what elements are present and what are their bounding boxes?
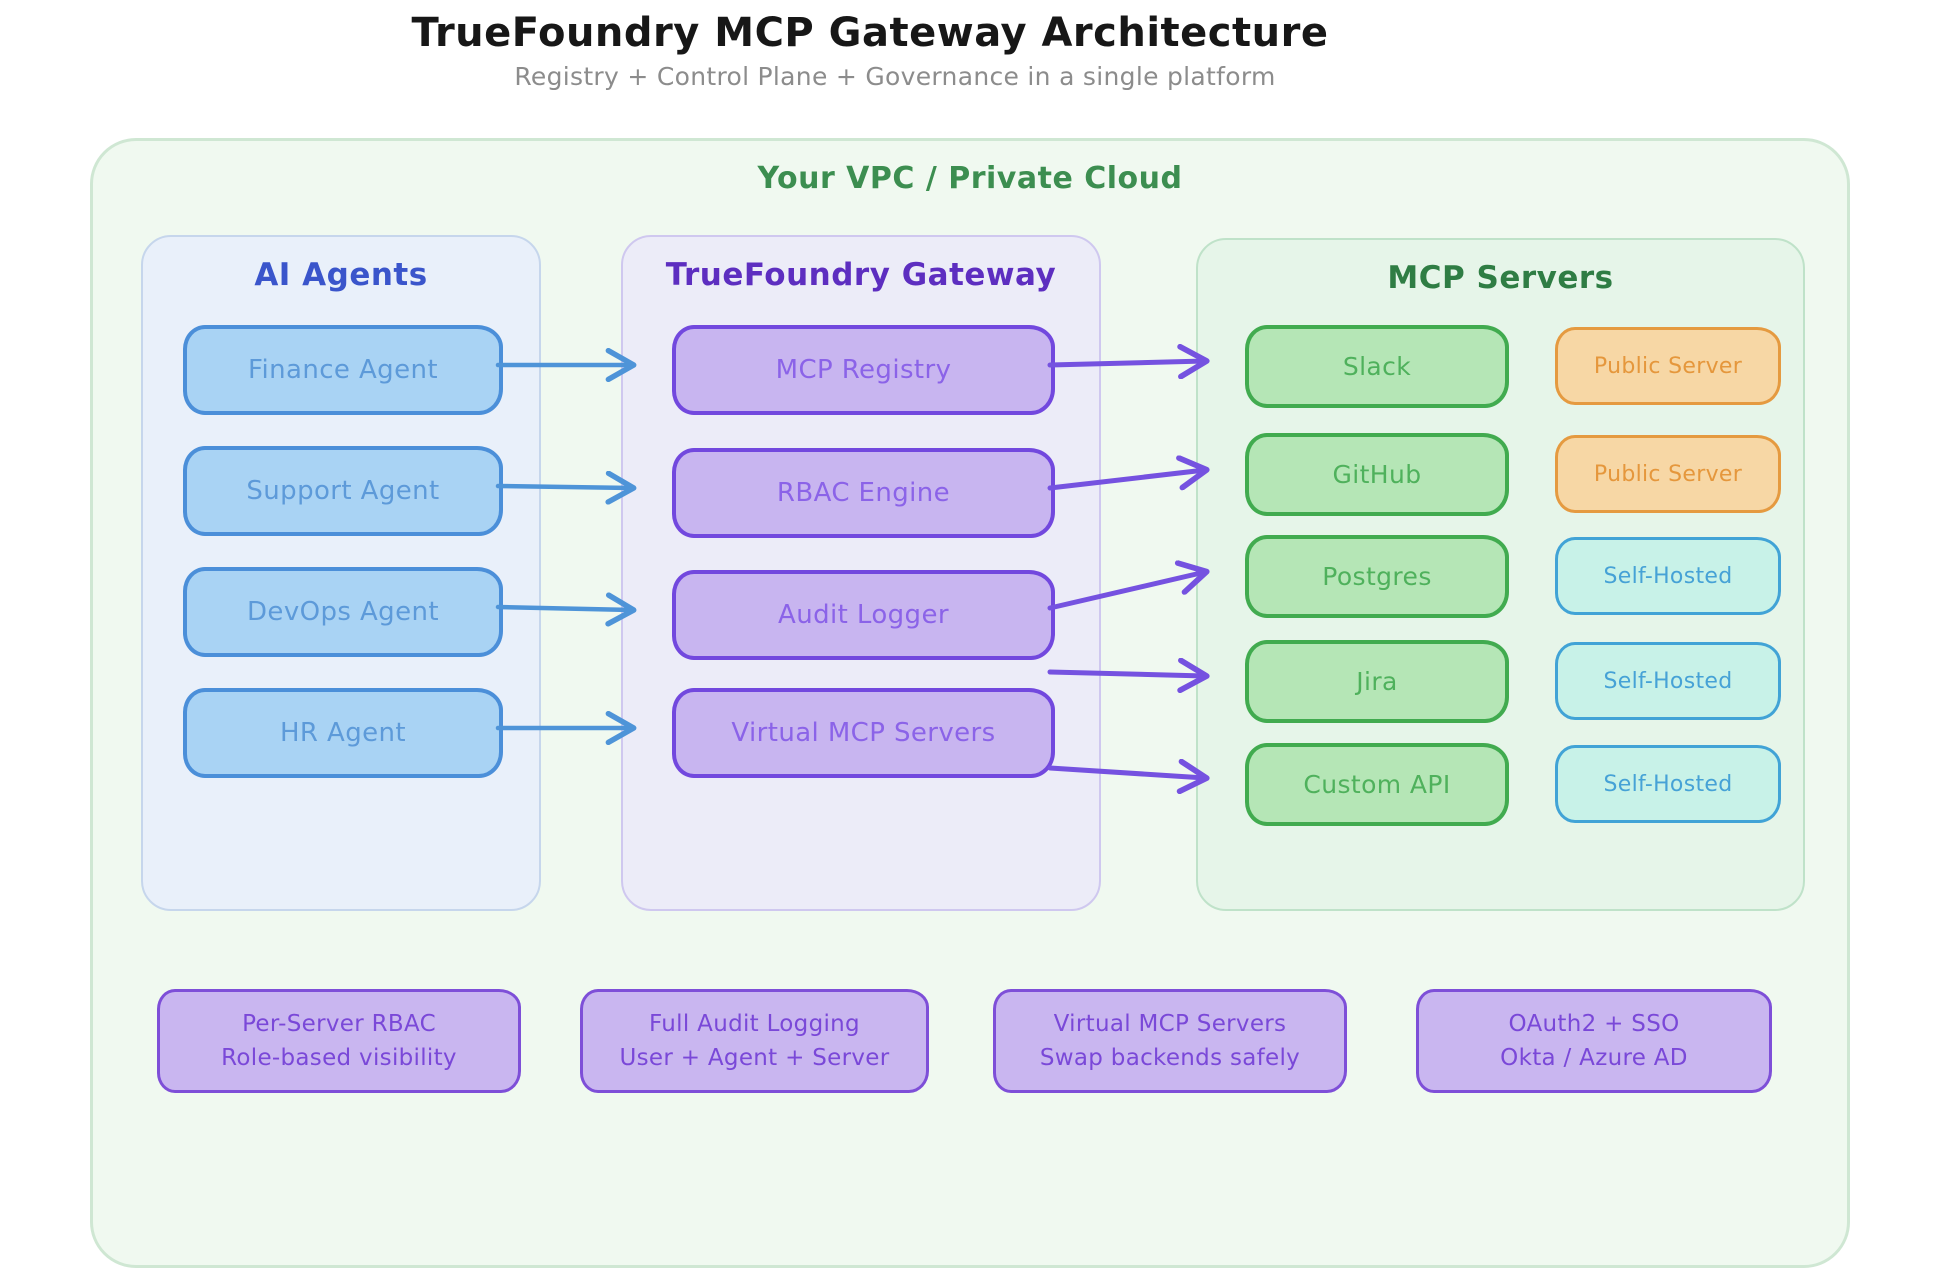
badge-oauth2-sso: OAuth2 + SSO Okta / Azure AD: [1416, 989, 1772, 1093]
panel-ai-agents: AI Agents Finance Agent Support Agent De…: [141, 235, 541, 911]
panel-mcp-servers: MCP Servers Slack Public Server GitHub P…: [1196, 238, 1805, 911]
tag-postgres-self-hosted: Self-Hosted: [1555, 537, 1781, 615]
page-subtitle: Registry + Control Plane + Governance in…: [514, 62, 1276, 91]
vpc-label: Your VPC / Private Cloud: [757, 161, 1183, 196]
badge-oauth2-sso-line1: OAuth2 + SSO: [1508, 1010, 1680, 1037]
badge-per-server-rbac-line1: Per-Server RBAC: [242, 1010, 436, 1037]
badge-virtual-mcp-servers-line2: Swap backends safely: [1039, 1045, 1301, 1071]
node-github: GitHub: [1245, 433, 1509, 516]
node-devops-agent: DevOps Agent: [183, 567, 503, 657]
page-title: TrueFoundry MCP Gateway Architecture: [411, 10, 1329, 56]
badge-virtual-mcp-servers: Virtual MCP Servers Swap backends safely: [993, 989, 1347, 1093]
badge-oauth2-sso-line2: Okta / Azure AD: [1500, 1045, 1688, 1071]
node-support-agent: Support Agent: [183, 446, 503, 536]
badge-per-server-rbac: Per-Server RBAC Role-based visibility: [157, 989, 521, 1093]
panel-truefoundry-gateway-title: TrueFoundry Gateway: [665, 257, 1057, 293]
node-virtual-mcp-servers: Virtual MCP Servers: [672, 688, 1055, 778]
badge-full-audit-logging-line1: Full Audit Logging: [649, 1010, 860, 1037]
tag-slack-public-server: Public Server: [1555, 327, 1781, 405]
tag-github-public-server: Public Server: [1555, 435, 1781, 513]
node-rbac-engine: RBAC Engine: [672, 448, 1055, 538]
node-postgres: Postgres: [1245, 535, 1509, 618]
vpc-container: Your VPC / Private Cloud AI Agents Finan…: [90, 138, 1850, 1268]
badge-full-audit-logging: Full Audit Logging User + Agent + Server: [580, 989, 929, 1093]
panel-truefoundry-gateway: TrueFoundry Gateway MCP Registry RBAC En…: [621, 235, 1101, 911]
node-hr-agent: HR Agent: [183, 688, 503, 778]
node-mcp-registry: MCP Registry: [672, 325, 1055, 415]
tag-jira-self-hosted: Self-Hosted: [1555, 642, 1781, 720]
panel-ai-agents-title: AI Agents: [254, 257, 428, 293]
badge-virtual-mcp-servers-line1: Virtual MCP Servers: [1053, 1010, 1287, 1037]
node-slack: Slack: [1245, 325, 1509, 408]
node-jira: Jira: [1245, 640, 1509, 723]
badge-per-server-rbac-line2: Role-based visibility: [221, 1045, 457, 1071]
node-custom-api: Custom API: [1245, 743, 1509, 826]
node-finance-agent: Finance Agent: [183, 325, 503, 415]
badge-full-audit-logging-line2: User + Agent + Server: [619, 1045, 890, 1071]
node-audit-logger: Audit Logger: [672, 570, 1055, 660]
tag-custom-api-self-hosted: Self-Hosted: [1555, 745, 1781, 823]
panel-mcp-servers-title: MCP Servers: [1387, 260, 1614, 296]
